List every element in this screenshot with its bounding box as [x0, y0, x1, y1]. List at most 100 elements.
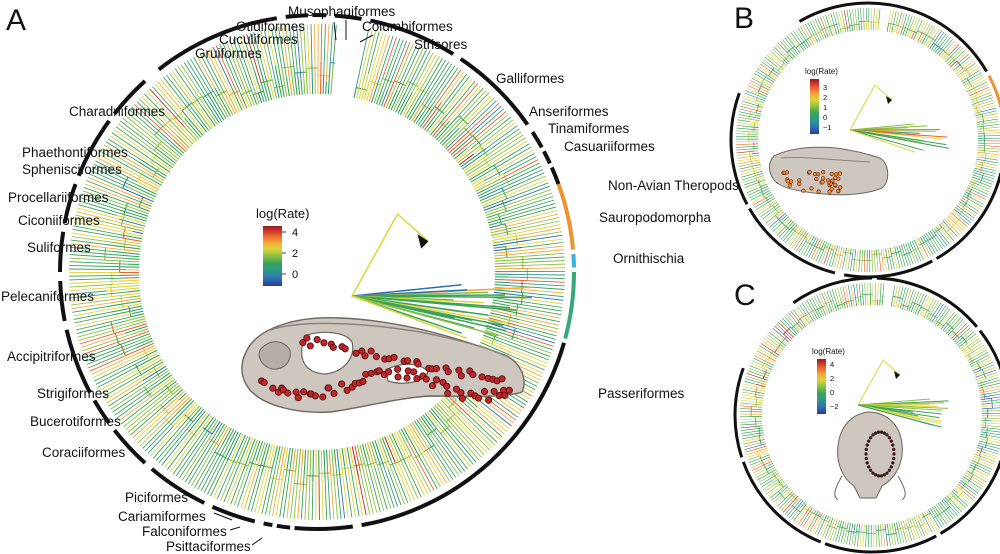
branch [428, 120, 440, 134]
branch [192, 408, 204, 423]
branch [980, 455, 996, 463]
branch [950, 315, 960, 326]
branch [980, 431, 988, 434]
branch [491, 232, 516, 239]
branch [933, 505, 940, 514]
branch [768, 466, 776, 472]
branch [960, 217, 970, 226]
branch [966, 69, 981, 79]
branch [760, 343, 775, 353]
branch [470, 116, 511, 150]
branch [406, 459, 425, 496]
branch [749, 157, 760, 160]
branch [778, 321, 792, 335]
landmark-point [457, 372, 465, 380]
branch [980, 395, 992, 398]
branch [196, 123, 206, 135]
branch [493, 296, 519, 302]
branch [774, 493, 788, 505]
branch [973, 356, 991, 366]
clade-arc [361, 342, 566, 528]
branch [975, 116, 983, 119]
branch [477, 189, 491, 197]
branch [392, 43, 414, 93]
legend-title-a: log(Rate) [256, 206, 309, 221]
branch [290, 471, 297, 519]
branch [979, 438, 987, 441]
branch [813, 248, 820, 261]
branch [472, 105, 502, 132]
branch [122, 187, 154, 203]
branch [411, 103, 423, 122]
branch [984, 147, 1000, 150]
branch [786, 504, 797, 517]
branch [127, 393, 174, 433]
branch [821, 292, 829, 308]
landmark-point [868, 435, 873, 440]
branch [923, 511, 928, 518]
branch [105, 141, 139, 162]
branch [762, 479, 778, 490]
branch [935, 31, 945, 45]
landmark-point [414, 360, 422, 368]
dinosaur-subtree-a [351, 212, 533, 340]
branch [178, 392, 187, 401]
landmark-point [329, 343, 337, 351]
branch [433, 76, 470, 123]
branch [438, 401, 459, 423]
branch [748, 82, 765, 91]
branch [844, 259, 848, 271]
branch [952, 488, 958, 494]
branch [154, 161, 171, 173]
clade-arc [459, 57, 530, 126]
branch [800, 240, 809, 255]
branch [910, 302, 916, 313]
branch [472, 108, 504, 136]
landmark-point [833, 175, 838, 180]
branch [267, 28, 276, 67]
branch [900, 244, 904, 252]
branch [791, 331, 796, 337]
branch [119, 233, 143, 240]
panel-a: A log(Rate) 4 2 0 Musophagiformes Ot [1, 4, 739, 554]
branch [986, 152, 1000, 156]
dino-branch [849, 129, 916, 153]
branch [981, 420, 992, 422]
branch [736, 124, 751, 128]
branch [526, 234, 563, 242]
landmark-points-b [781, 170, 843, 194]
branch [436, 428, 468, 470]
branch [852, 248, 854, 254]
branch [489, 224, 511, 231]
branch [751, 408, 763, 410]
clade-arc [112, 79, 147, 116]
branch [852, 8, 855, 22]
branch [922, 22, 928, 33]
branch [483, 199, 513, 211]
branch [214, 87, 232, 117]
branch [986, 377, 999, 382]
branch [755, 172, 764, 176]
branch [856, 283, 859, 302]
branch [979, 184, 991, 190]
dinosaur-subtree-b [849, 84, 949, 153]
branch [825, 248, 833, 266]
branch [770, 219, 783, 230]
branch [929, 27, 938, 40]
branch [973, 455, 984, 461]
branch [112, 282, 140, 286]
branch [983, 126, 1000, 130]
landmark-point [868, 468, 873, 473]
branch [942, 308, 951, 320]
branch [811, 508, 815, 513]
branch [767, 214, 781, 226]
branch [78, 204, 117, 216]
branch [173, 119, 196, 143]
clade-label: Charadriiformes [69, 104, 165, 119]
dino-stem [857, 359, 901, 406]
branch [975, 469, 989, 478]
landmark-point [797, 181, 802, 186]
dino-branch [857, 404, 942, 415]
branch [740, 421, 755, 423]
branch [740, 418, 758, 420]
